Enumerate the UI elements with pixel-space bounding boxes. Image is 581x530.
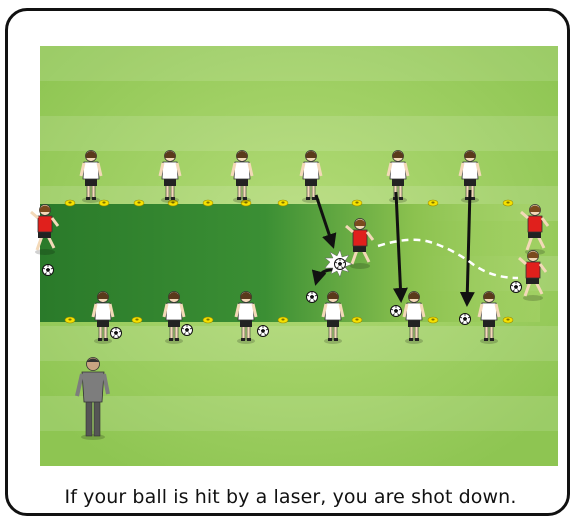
- laser-lane: [40, 204, 540, 322]
- caption-text: If your ball is hit by a laser, you are …: [0, 486, 581, 508]
